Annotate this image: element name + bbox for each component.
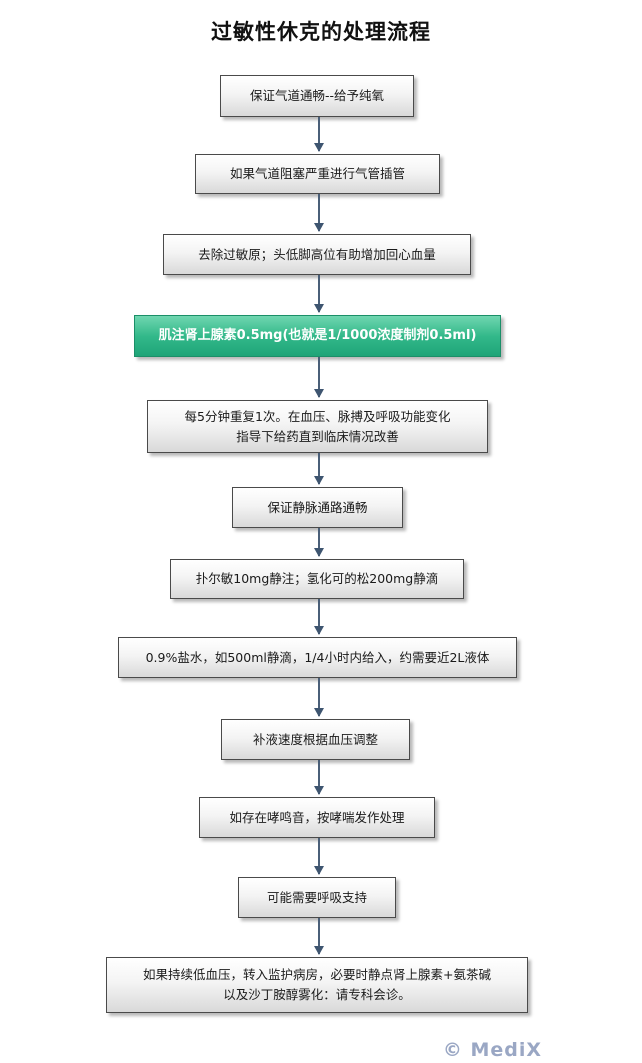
diagram-title: 过敏性休克的处理流程 [211,20,431,44]
step-5-line-1: 每5分钟重复1次。在血压、脉搏及呼吸功能变化 [184,408,451,424]
medix-watermark: © MediX [442,1039,542,1061]
arrow-11-12 [314,918,324,955]
step-5-line-2: 指导下给药直到临床情况改善 [236,428,399,444]
step-12-line-2: 以及沙丁胺醇雾化：请专科会诊。 [223,987,411,1002]
step-4-epinephrine: 肌注肾上腺素0.5mg(也就是1/1000浓度制剂0.5ml) [134,315,501,357]
arrow-9-10 [314,760,324,795]
step-2-label: 如果气道阻塞严重进行气管插管 [229,166,405,181]
step-4-label: 肌注肾上腺素0.5mg(也就是1/1000浓度制剂0.5ml) [158,328,477,343]
step-1-label: 保证气道通畅--给予纯氧 [249,88,385,103]
step-11-label: 可能需要呼吸支持 [266,889,367,905]
arrow-7-8 [314,599,324,635]
step-11-respiratory-support: 可能需要呼吸支持 [238,877,396,918]
step-6-label: 保证静脉通路通畅 [267,499,368,515]
step-8-label: 0.9%盐水，如500ml静滴，1/4小时内给入，约需要近2L液体 [145,649,490,665]
step-12-icu-transfer: 如果持续低血压，转入监护病房，必要时静点肾上腺素+氨茶碱 以及沙丁胺醇雾化：请专… [106,957,528,1013]
step-5-repeat-dose: 每5分钟重复1次。在血压、脉搏及呼吸功能变化 指导下给药直到临床情况改善 [147,400,488,453]
step-10-label: 如存在哮鸣音，按哮喘发作处理 [229,809,405,825]
step-3-remove-allergen: 去除过敏原；头低脚高位有助增加回心血量 [163,234,471,275]
step-9-fluid-rate: 补液速度根据血压调整 [221,719,410,760]
arrow-6-7 [314,528,324,557]
arrow-3-4 [314,275,324,313]
step-6-iv-access: 保证静脉通路通畅 [232,487,403,528]
step-9-label: 补液速度根据血压调整 [252,731,378,747]
step-2-intubation: 如果气道阻塞严重进行气管插管 [195,154,440,194]
arrow-2-3 [314,194,324,232]
arrow-4-5 [314,357,324,398]
step-3-label: 去除过敏原；头低脚高位有助增加回心血量 [198,246,436,262]
arrow-5-6 [314,453,324,485]
step-8-saline: 0.9%盐水，如500ml静滴，1/4小时内给入，约需要近2L液体 [118,637,517,678]
step-10-wheezing: 如存在哮鸣音，按哮喘发作处理 [199,797,435,838]
arrow-8-9 [314,678,324,717]
step-7-label: 扑尔敏10mg静注；氢化可的松200mg静滴 [195,571,439,586]
arrow-10-11 [314,838,324,875]
step-1-airway: 保证气道通畅--给予纯氧 [220,75,414,117]
step-12-line-1: 如果持续低血压，转入监护病房，必要时静点肾上腺素+氨茶碱 [143,967,491,982]
step-7-antihistamine: 扑尔敏10mg静注；氢化可的松200mg静滴 [170,559,464,599]
arrow-1-2 [314,117,324,152]
